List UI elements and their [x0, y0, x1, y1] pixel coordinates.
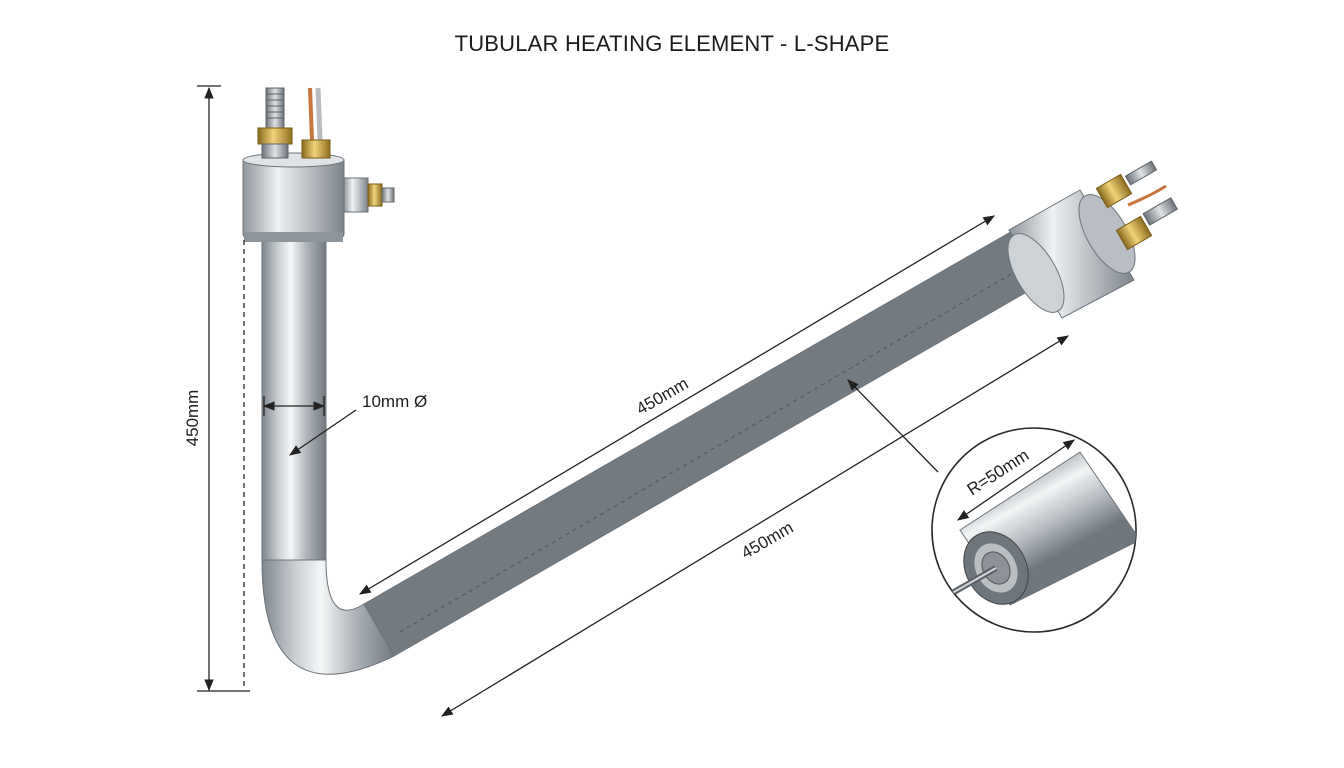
inset-leader [847, 379, 939, 473]
tube-body [261, 229, 1045, 675]
diagonal-bottom-dimension-line [440, 335, 1070, 717]
left-terminal-block [242, 157, 345, 239]
label-vertical-length: 450mm [183, 390, 202, 447]
label-diameter: 10mm Ø [362, 392, 427, 411]
radius-dimension-line [957, 439, 1075, 521]
label-diagonal-top: 450mm [633, 374, 692, 419]
tube-vertical-leg [261, 237, 327, 561]
right-terminal [1007, 160, 1179, 319]
left-terminal [242, 87, 395, 242]
diagram-title: TUBULAR HEATING ELEMENT - L-SHAPE [454, 31, 890, 56]
label-diagonal-bottom: 450mm [738, 518, 797, 563]
detail-inset [931, 427, 1137, 633]
dimension-lines [197, 85, 1070, 717]
tube-diagonal-leg [363, 229, 1045, 657]
diagonal-top-dimension-line [358, 215, 996, 595]
diameter-leader [289, 409, 357, 456]
